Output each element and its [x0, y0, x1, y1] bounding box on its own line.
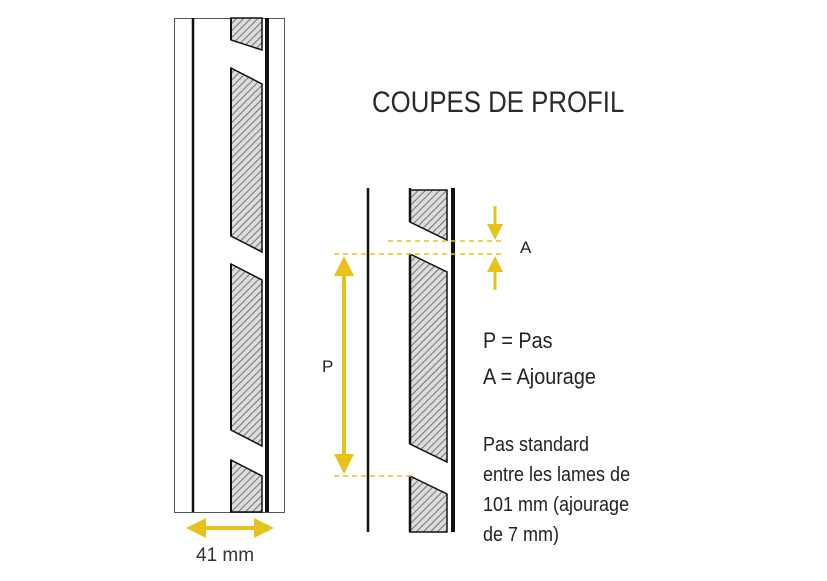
pitch-arrow [334, 256, 354, 474]
legend-pitch: P = Pas [483, 328, 553, 353]
slat [409, 474, 448, 533]
reference-lines [334, 240, 505, 477]
note-line: de 7 mm) [483, 524, 560, 546]
detail-profile-section [366, 188, 455, 533]
gap-label: A [520, 238, 532, 257]
note-line: 101 mm (ajourage [483, 494, 630, 516]
width-dimension-label: 41 mm [196, 545, 255, 566]
slat [230, 262, 263, 448]
slat [409, 252, 448, 464]
slats [230, 17, 263, 513]
width-dimension-arrow [186, 518, 274, 538]
pitch-label: P [322, 357, 334, 376]
standard-pitch-note: Pas standard entre les lames de 101 mm (… [483, 430, 663, 550]
note-line: Pas standard [483, 434, 590, 456]
slat [409, 189, 448, 242]
slat [230, 66, 263, 254]
legend-gap: A = Ajourage [483, 364, 596, 389]
profile-frame [174, 18, 285, 513]
page-title: COUPES DE PROFIL [372, 86, 625, 119]
note-line: entre les lames de [483, 464, 631, 486]
gap-arrows [487, 206, 503, 290]
slat [230, 458, 263, 513]
full-profile-section [174, 17, 285, 513]
slat [230, 17, 263, 52]
